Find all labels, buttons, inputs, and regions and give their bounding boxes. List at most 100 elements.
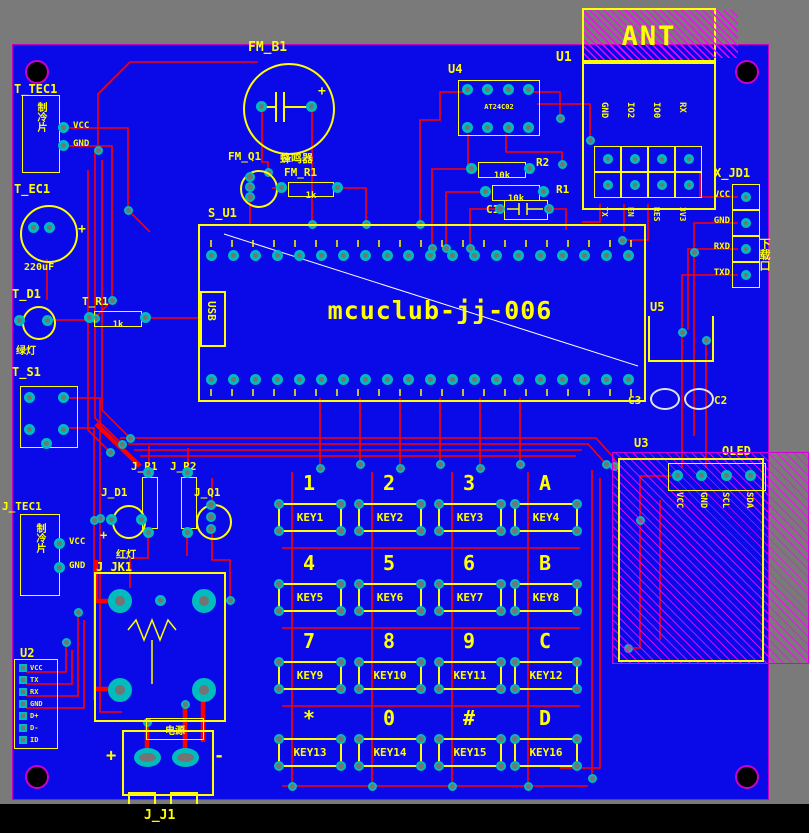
pad[interactable]: [336, 761, 346, 771]
component-s-u1-mcu-socket[interactable]: [198, 224, 646, 402]
pad[interactable]: [245, 192, 255, 202]
pad[interactable]: [425, 374, 437, 385]
pad[interactable]: [276, 182, 287, 193]
pad[interactable]: [510, 657, 520, 667]
pin-cell[interactable]: [732, 184, 760, 210]
key-footprint[interactable]: KEY9: [274, 657, 346, 694]
via[interactable]: [355, 459, 365, 469]
mounting-hole[interactable]: [735, 60, 759, 84]
key-footprint[interactable]: KEY13: [274, 734, 346, 771]
component-r2-resistor[interactable]: 10k: [478, 162, 526, 181]
via[interactable]: [367, 781, 377, 791]
pad[interactable]: [496, 579, 506, 589]
pad[interactable]: [274, 734, 284, 744]
pad[interactable]: [274, 761, 284, 771]
pad[interactable]: [491, 374, 503, 385]
pad[interactable]: [256, 101, 267, 112]
pad[interactable]: [416, 499, 426, 509]
via[interactable]: [89, 515, 99, 525]
component-u5-outline[interactable]: [648, 316, 714, 362]
pad[interactable]: [496, 606, 506, 616]
pad[interactable]: [337, 250, 349, 261]
pad[interactable]: [496, 684, 506, 694]
pad[interactable]: [24, 392, 35, 403]
pad[interactable]: [510, 499, 520, 509]
component-fm-b1-buzzer[interactable]: [243, 63, 335, 155]
pad[interactable]: [741, 192, 751, 202]
via[interactable]: [117, 439, 127, 449]
pin-cell[interactable]: [732, 210, 760, 236]
pad[interactable]: [683, 154, 694, 164]
via[interactable]: [701, 335, 711, 345]
component-u4-chip[interactable]: AT24C02: [458, 80, 540, 136]
pad[interactable]: [416, 606, 426, 616]
pad[interactable]: [683, 180, 694, 190]
pad[interactable]: [249, 250, 261, 261]
pad[interactable]: [108, 589, 132, 613]
pad[interactable]: [354, 526, 364, 536]
key-footprint[interactable]: KEY1: [274, 499, 346, 536]
pad[interactable]: [336, 684, 346, 694]
via[interactable]: [689, 247, 699, 257]
via[interactable]: [585, 135, 595, 145]
via[interactable]: [601, 459, 611, 469]
component-c3-capacitor[interactable]: [650, 388, 680, 410]
pad[interactable]: [172, 748, 199, 767]
key-footprint[interactable]: KEY6: [354, 579, 426, 616]
pad[interactable]: [54, 562, 65, 573]
pad[interactable]: [600, 250, 612, 261]
pad[interactable]: [249, 374, 261, 385]
component-j-r2-resistor[interactable]: [181, 477, 197, 529]
via[interactable]: [93, 145, 103, 155]
key-footprint[interactable]: KEY16: [510, 734, 582, 771]
pad[interactable]: [622, 374, 634, 385]
pad[interactable]: [496, 499, 506, 509]
pad[interactable]: [140, 312, 151, 323]
pad[interactable]: [466, 163, 477, 174]
pad[interactable]: [482, 122, 494, 133]
via[interactable]: [105, 447, 115, 457]
pad[interactable]: [58, 122, 69, 133]
via[interactable]: [677, 327, 687, 337]
via[interactable]: [555, 113, 565, 123]
component-t-ec1-capacitor[interactable]: [20, 205, 78, 263]
pad[interactable]: [572, 606, 582, 616]
pad[interactable]: [535, 250, 547, 261]
pad[interactable]: [462, 122, 473, 133]
pad[interactable]: [629, 180, 640, 190]
pad[interactable]: [182, 527, 193, 538]
pad[interactable]: [134, 748, 161, 767]
pad[interactable]: [271, 250, 283, 261]
pad[interactable]: [315, 374, 327, 385]
pad[interactable]: [227, 250, 239, 261]
pad[interactable]: [206, 512, 216, 522]
pad[interactable]: [359, 374, 371, 385]
pad[interactable]: [496, 657, 506, 667]
component-u2-connector[interactable]: VCC TX RX GND D+ D- ID: [14, 659, 58, 749]
pad[interactable]: [136, 514, 147, 525]
pad[interactable]: [416, 579, 426, 589]
pad[interactable]: [106, 514, 117, 525]
key-footprint[interactable]: KEY4: [510, 499, 582, 536]
pad[interactable]: [522, 84, 534, 95]
component-t-tec1[interactable]: 制冷片: [22, 95, 60, 173]
pad[interactable]: [206, 250, 217, 261]
component-c2-capacitor[interactable]: [684, 388, 714, 410]
mounting-hole[interactable]: [735, 765, 759, 789]
pad[interactable]: [741, 218, 751, 228]
pad[interactable]: [336, 499, 346, 509]
pad[interactable]: [502, 122, 514, 133]
pad[interactable]: [42, 315, 53, 326]
component-t-r1-resistor[interactable]: 1k: [94, 311, 142, 330]
pad[interactable]: [206, 500, 216, 510]
pad[interactable]: [58, 140, 69, 151]
